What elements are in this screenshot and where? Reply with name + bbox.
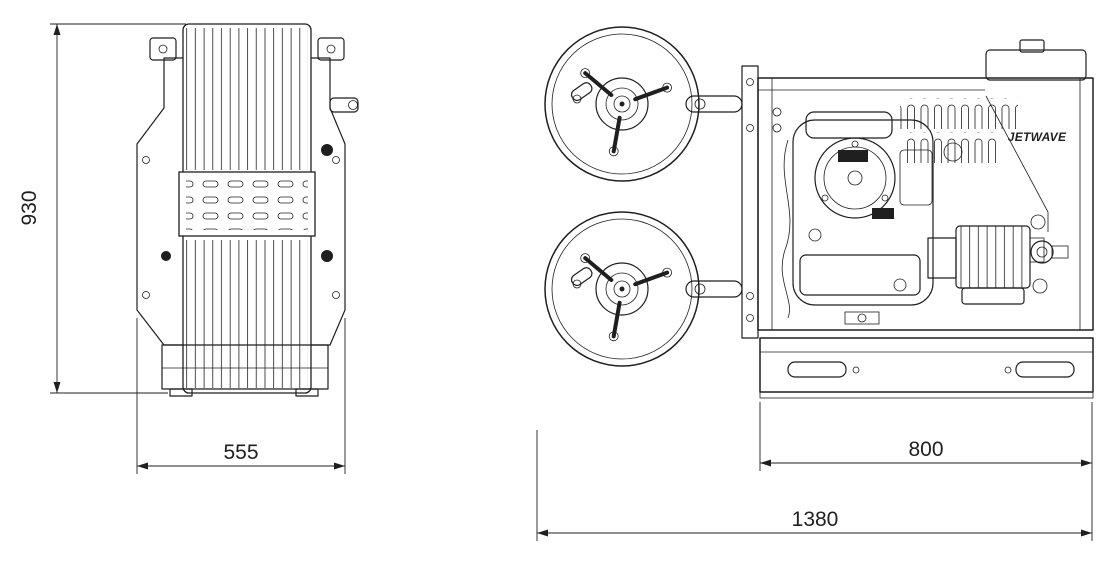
forklift-slot [1015, 361, 1075, 378]
engine-detail [838, 150, 868, 162]
base-flange [759, 391, 1094, 399]
panel-hole [943, 142, 963, 162]
dimension-width-555: 555 [136, 318, 346, 474]
dimensions: 930 555 800 1380 [18, 23, 1093, 541]
bolt-icon [142, 291, 150, 299]
fitting-knob-icon [321, 144, 333, 156]
fuel-line-hose [781, 139, 791, 319]
throttle-bracket [844, 311, 880, 325]
chassis-base [759, 337, 1094, 399]
brand-logo-text: JETWAVE [1008, 130, 1067, 144]
dim-label-width: 555 [223, 441, 258, 464]
panel-edge [985, 95, 1049, 232]
fitting-knob-icon [161, 251, 171, 261]
vent-louvres-row2 [906, 132, 998, 163]
frame-right-plate [307, 57, 346, 346]
pump-coupling [927, 237, 957, 279]
vent-louvres-row1 [900, 98, 1018, 129]
pump [927, 214, 1069, 305]
hose-reel-bottom [544, 211, 743, 367]
coiled-hose-lower [186, 240, 308, 388]
reel-arm [685, 95, 743, 113]
recoil-starter [814, 137, 896, 219]
engine-detail [872, 208, 894, 219]
reel-latch [570, 82, 593, 102]
forklift-slot [787, 361, 847, 378]
dimension-height-930: 930 [18, 23, 186, 394]
air-cleaner [805, 111, 893, 139]
crankcase [799, 254, 921, 296]
reel-mount-plate [741, 65, 759, 339]
center-band-slots [186, 178, 308, 230]
bolt-icon [332, 291, 340, 299]
reel-arm [685, 280, 743, 298]
dim-label-height: 930 [18, 190, 41, 225]
reel-latch [570, 267, 593, 287]
top-brackets [149, 37, 359, 113]
carburetor [899, 149, 933, 206]
fuel-tank [985, 39, 1087, 81]
dim-label-overall-length: 1380 [792, 508, 839, 531]
fuel-cap [1019, 39, 1045, 53]
pump-manifold [961, 287, 1025, 305]
side-view: JETWAVE [544, 26, 1094, 399]
front-view [136, 23, 359, 397]
hose-reel-top [544, 26, 743, 182]
engine [781, 111, 934, 325]
hose-reel-drum [178, 23, 316, 394]
dim-label-frame-width: 800 [908, 438, 943, 461]
guide-arm [329, 97, 359, 113]
unloader-valve [1030, 214, 1046, 230]
bolt-icon [332, 156, 340, 164]
dimension-frame-800: 800 [759, 402, 1093, 541]
fitting-knob-icon [321, 250, 333, 262]
outlet-fitting [1030, 240, 1054, 264]
coiled-hose-upper [186, 28, 308, 170]
machine-body: JETWAVE [757, 39, 1094, 399]
bolt-icon [142, 156, 150, 164]
dimension-overall-1380: 1380 [536, 430, 1092, 541]
front-base [161, 344, 329, 397]
